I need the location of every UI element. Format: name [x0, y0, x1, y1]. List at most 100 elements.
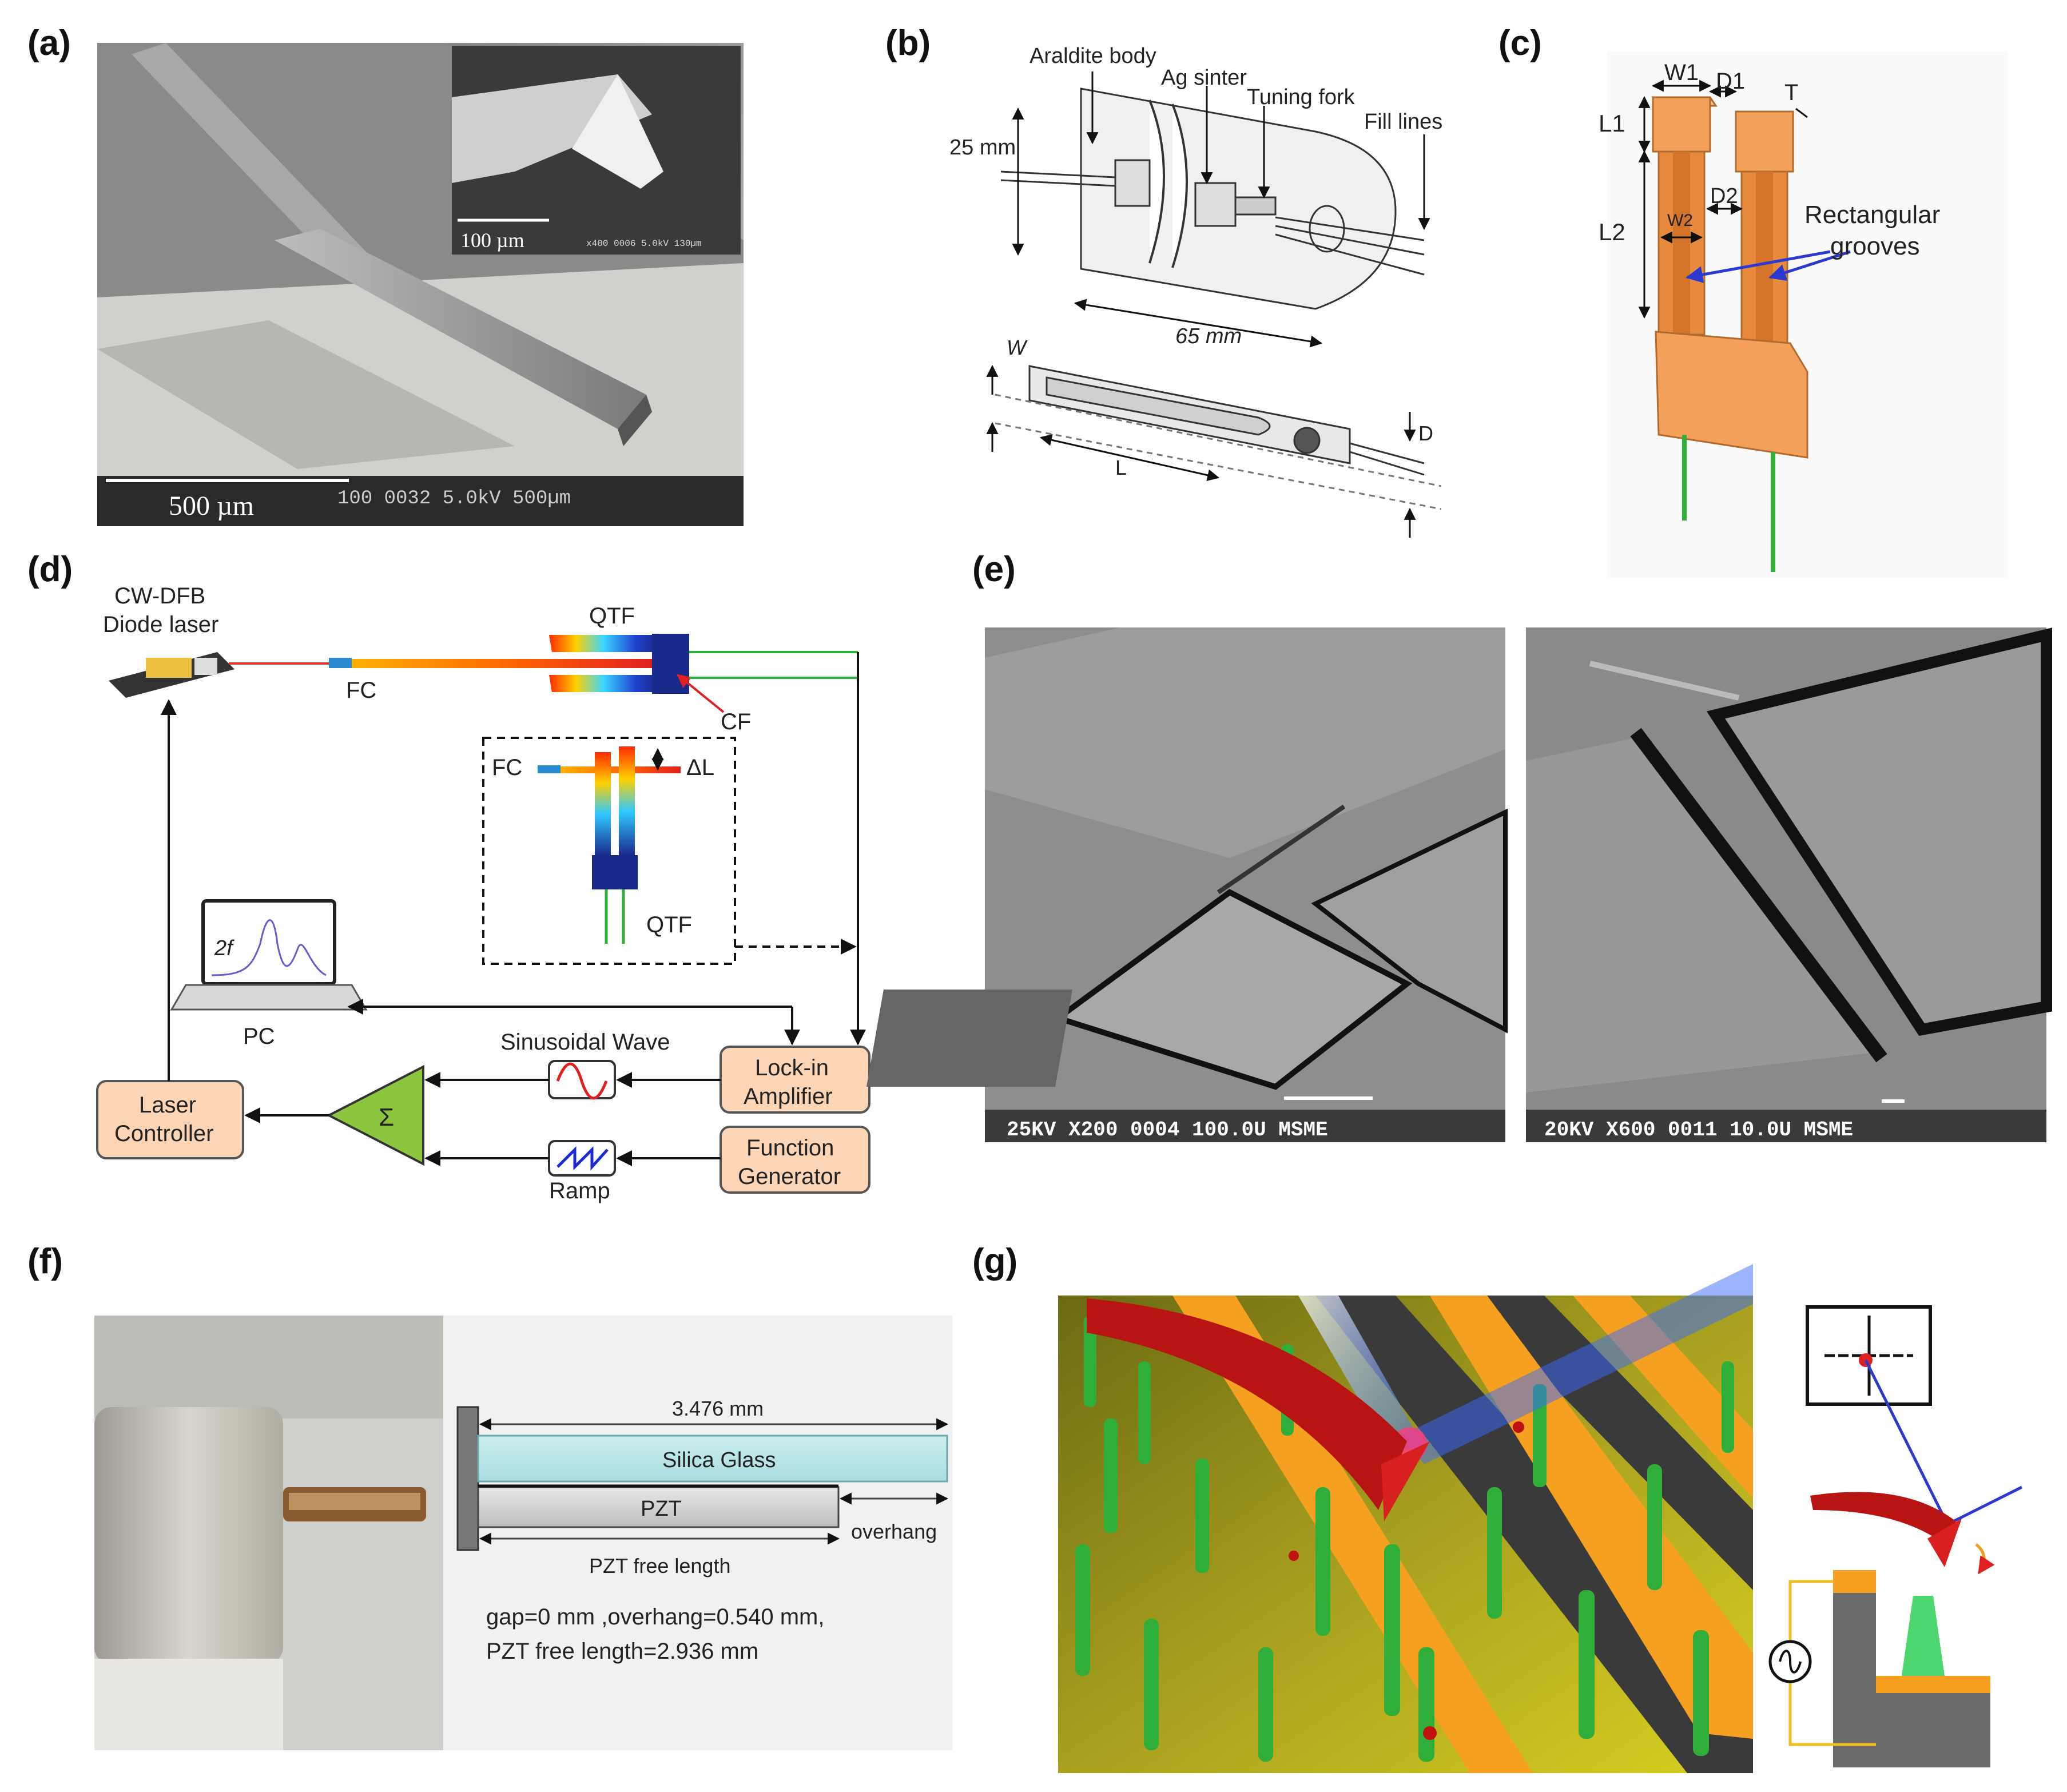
pillar: [1533, 1384, 1547, 1487]
fill-line-2: [1275, 225, 1425, 256]
prong-left-head: [1652, 96, 1711, 153]
label-silica-glass: Silica Glass: [662, 1448, 776, 1472]
dim-L: [1039, 434, 1220, 482]
label-sigma: Σ: [379, 1103, 394, 1131]
pc-keyboard: [170, 984, 368, 1011]
laser-chip-gold: [146, 658, 192, 678]
label-func-1: Function: [746, 1135, 834, 1161]
oscillation-arrow: [1975, 1543, 1995, 1575]
label-fc-2: FC: [492, 755, 522, 780]
label-25mm: 25 mm: [949, 136, 1016, 160]
sem-left-plate-3: [1311, 808, 1508, 1034]
lower-fork-hole: [1293, 427, 1321, 454]
break-line-2: [1171, 104, 1188, 268]
photo-cloth: [94, 1659, 283, 1750]
panel-d-setup: CW-DFB Diode laser FC QTF CF FC ΔL QTF: [96, 583, 870, 1203]
pillar: [1084, 1316, 1096, 1407]
label-fc-1: FC: [346, 678, 376, 703]
sem-left-plate-2: [1052, 889, 1413, 1090]
label-lockin-2: Amplifier: [744, 1084, 833, 1109]
photo-sample-highlight: [289, 1493, 420, 1510]
inset-scale-label: 100 µm: [460, 229, 524, 252]
panel-b-labels: Araldite body Ag sinter Tuning fork Fill…: [949, 44, 1442, 479]
laser-reflected: [1401, 1264, 1753, 1464]
sem-right-trench: [1630, 728, 1887, 1063]
green-probe: [1902, 1596, 1945, 1676]
groove-left: [1673, 152, 1690, 335]
inset-tip-edge: [572, 74, 663, 189]
label-W2: W2: [1667, 211, 1693, 230]
sem-left-bridge: [1217, 804, 1346, 895]
pillar: [1647, 1464, 1662, 1590]
pillar: [1144, 1619, 1159, 1750]
break-line-1: [1148, 100, 1165, 264]
inset-sem-info: x400 0006 5.0kV 130µm: [586, 239, 702, 249]
label-L: L: [1115, 456, 1127, 479]
label-length: 3.476 mm: [672, 1397, 764, 1420]
summer-triangle: [326, 1064, 424, 1166]
panel-letter-e: (e): [972, 550, 1016, 589]
label-ag-sinter: Ag sinter: [1161, 66, 1247, 90]
pillar: [1384, 1544, 1400, 1716]
qtf-top-prong-upper: [549, 635, 658, 652]
groove-pointer-1: [1686, 250, 1831, 283]
label-ramp: Ramp: [549, 1178, 610, 1203]
label-overhang: overhang: [851, 1520, 937, 1543]
pillar: [1487, 1487, 1502, 1619]
dim-T: [1795, 108, 1808, 118]
label-qtf-2: QTF: [646, 912, 692, 937]
pillar: [1258, 1647, 1273, 1762]
sem-left-plate-1: [985, 627, 1505, 858]
fiber-coupler-1: [329, 658, 352, 668]
qtf-top-prong-lower: [549, 675, 658, 692]
particle: [1513, 1421, 1524, 1433]
electrode-column: [1833, 1593, 1876, 1767]
function-generator-box: [720, 1126, 870, 1194]
sem-right-bridge: [1589, 661, 1740, 701]
panel-b-schematic: [986, 71, 1442, 538]
groove-right: [1756, 172, 1773, 343]
inset-qtf-base: [592, 855, 638, 889]
panel-letter-c: (c): [1498, 23, 1542, 63]
label-qtf-1: QTF: [589, 603, 635, 629]
label-ctrl-1: Laser: [139, 1092, 196, 1118]
ramp-wave: [556, 1146, 609, 1171]
panel-c-qtf: W1 D1 T L1 L2 W2 D2 Rectangular grooves: [1599, 51, 2008, 578]
panel-g: [1058, 1264, 2023, 1773]
label-D2: D2: [1710, 184, 1738, 208]
pillar: [1693, 1630, 1709, 1756]
rail-dark-1: [1315, 1296, 1753, 1773]
label-grooves-1: Rectangular: [1804, 201, 1940, 229]
ac-source-wave: [1779, 1650, 1802, 1674]
laser-incoming: [1298, 1296, 1424, 1453]
panel-a-sem: 100 µm x400 0006 5.0kV 130µm 500 µm 100 …: [97, 43, 744, 526]
label-L1: L1: [1599, 110, 1625, 137]
label-grooves-2: grooves: [1830, 232, 1920, 260]
ag-sinter-block: [1194, 182, 1237, 227]
label-2f: 2f: [214, 936, 234, 960]
panel-letter-a: (a): [27, 23, 71, 63]
electrode-top: [1833, 1570, 1876, 1593]
lower-tube-1: [1349, 442, 1425, 464]
laser-controller-box: [96, 1080, 244, 1159]
inset-prong-left: [595, 752, 611, 855]
panel-f: 3.476 mm Silica Glass PZT overhang PZT f…: [94, 1316, 952, 1750]
prong-right-head: [1735, 110, 1794, 173]
pc-2f-waveform: [211, 919, 327, 976]
label-araldite-body: Araldite body: [1029, 44, 1156, 68]
beam-orange-1: [1172, 1296, 1533, 1773]
pillar: [1579, 1590, 1595, 1739]
red-cantilever: [1087, 1298, 1407, 1510]
panel-letter-g: (g): [972, 1242, 1018, 1281]
cf-pointer: [677, 674, 725, 713]
sem-left-pad: [866, 990, 1072, 1087]
fill-line-1: [1275, 216, 1425, 241]
pillar: [1075, 1544, 1090, 1676]
pillar: [1138, 1361, 1151, 1464]
main-sem-info: 100 0032 5.0kV 500µm: [337, 488, 571, 510]
panel-letter-d: (d): [27, 550, 73, 589]
silica-glass-bar: [477, 1435, 948, 1483]
label-tuning-fork: Tuning fork: [1247, 85, 1356, 109]
fill-ring: [1309, 205, 1345, 253]
